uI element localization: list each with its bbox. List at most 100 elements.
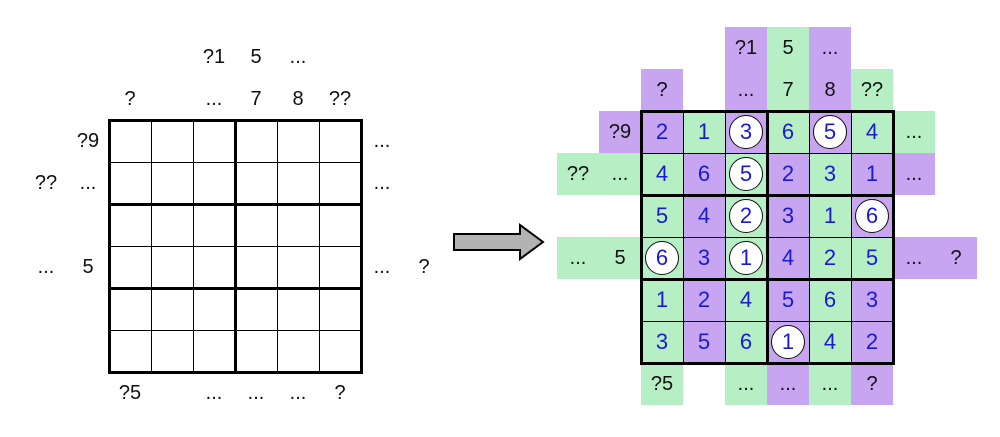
solution-clue-bottom-inner-3-background [725,363,767,405]
empty-cell [319,204,361,246]
solution-cell: 4 [809,321,851,363]
cell-digit: 2 [823,245,837,270]
empty-cell [109,204,151,246]
solution-clue-bottom-inner-4-background [767,363,809,405]
solution-clue-top-inner-5-background [809,69,851,111]
puzzle-clue-top-outer-5: ... [289,46,307,68]
cell-digit: 2 [655,119,669,144]
solution-cell: 6 [767,111,809,153]
solution-cell: 5 [641,195,683,237]
empty-cell [151,120,193,162]
solution-cell: 3 [725,111,767,153]
empty-cell [235,288,277,330]
solution-clue-left-inner-4-background [599,237,641,279]
solution-cell: 1 [725,237,767,279]
solution-clue-top-inner-1-background [641,69,683,111]
puzzle-clue-left-inner-4: 5 [82,256,94,278]
cell-digit: 4 [655,161,669,186]
puzzle-grid-line-horizontal [107,286,363,290]
puzzle-clue-right-inner-1: ... [373,130,391,152]
solution-grid-line-horizontal [639,193,895,197]
empty-cell [277,204,319,246]
puzzle-clue-bottom-inner-5: ... [289,382,307,404]
empty-cell [109,330,151,372]
solution-clue-right-inner-1: ... [905,121,923,143]
empty-cell [235,246,277,288]
puzzle-clue-right-inner-2: ... [373,172,391,194]
cell-digit: 6 [823,287,837,312]
empty-cell [319,330,361,372]
solution-clue-top-outer-3-background [725,27,767,69]
solution-cell: 1 [851,153,893,195]
cell-digit: 5 [823,119,837,144]
puzzle-clue-top-inner-3: ... [205,88,223,110]
solution-clue-bottom-inner-6-background [851,363,893,405]
solution-cell: 4 [683,195,725,237]
empty-cell [277,120,319,162]
solution-clue-bottom-inner-5: ... [821,373,839,395]
puzzle-grid-line-horizontal [107,118,363,122]
puzzle-clue-top-inner-1: ? [124,88,136,110]
solution-grid-line-horizontal [639,109,895,113]
solution-clue-bottom-inner-5-background [809,363,851,405]
solution-cell: 5 [725,153,767,195]
cell-digit: 4 [697,203,711,228]
solution-clue-top-inner-5: 8 [824,79,836,101]
puzzle-clue-top-outer-4: 5 [250,46,262,68]
puzzle-clue-right-outer-4: ? [418,256,430,278]
cell-digit: 4 [865,119,879,144]
solution-clue-right-inner-1-background [893,111,935,153]
solution-clue-left-inner-2-background [599,153,641,195]
empty-cell [235,330,277,372]
solution-clue-left-outer-2: ?? [566,163,590,185]
empty-cell [151,204,193,246]
cell-digit: 5 [655,203,669,228]
solution-clue-right-inner-2-background [893,153,935,195]
solution-cell: 6 [683,153,725,195]
transform-arrow-icon [453,223,545,261]
cell-digit: 4 [781,245,795,270]
empty-cell [151,330,193,372]
solution-cell: 3 [767,195,809,237]
cell-digit: 5 [865,245,879,270]
solution-clue-top-outer-3: ?1 [734,37,758,59]
solution-clue-left-inner-1-background [599,111,641,153]
solution-cell: 3 [683,237,725,279]
empty-cell [319,162,361,204]
empty-cell [193,120,235,162]
puzzle-grid-line-horizontal [107,329,363,331]
cell-digit: 3 [739,119,753,144]
cell-digit: 6 [781,119,795,144]
empty-cell [193,288,235,330]
solution-clue-top-inner-3: ... [737,79,755,101]
solution-clue-bottom-inner-3: ... [737,373,755,395]
empty-cell [109,288,151,330]
puzzle-clue-right-inner-4: ... [373,256,391,278]
puzzle-clue-bottom-inner-6: ? [334,382,346,404]
solution-clue-top-inner-3-background [725,69,767,111]
solution-clue-left-outer-4-background [557,237,599,279]
cell-digit: 1 [739,245,753,270]
solution-clue-top-inner-1: ? [656,79,668,101]
cell-digit: 3 [697,245,711,270]
solution-cell: 5 [767,279,809,321]
solution-cell: 2 [641,111,683,153]
circle-marker [729,115,763,149]
solution-cell: 5 [809,111,851,153]
arrow-shape [453,223,545,261]
cell-digit: 2 [865,329,879,354]
cell-digit: 6 [739,329,753,354]
solution-cell: 4 [725,279,767,321]
solution-cell: 6 [851,195,893,237]
solution-clue-right-outer-4-background [935,237,977,279]
empty-cell [277,330,319,372]
circle-marker [729,157,763,191]
solution-cell: 6 [725,321,767,363]
empty-cell [277,246,319,288]
empty-cell [151,246,193,288]
solution-grid-line-horizontal [639,277,895,281]
cell-digit: 5 [697,329,711,354]
cell-digit: 1 [697,119,711,144]
circle-marker [729,241,763,275]
solution-grid-line-horizontal [639,152,895,154]
